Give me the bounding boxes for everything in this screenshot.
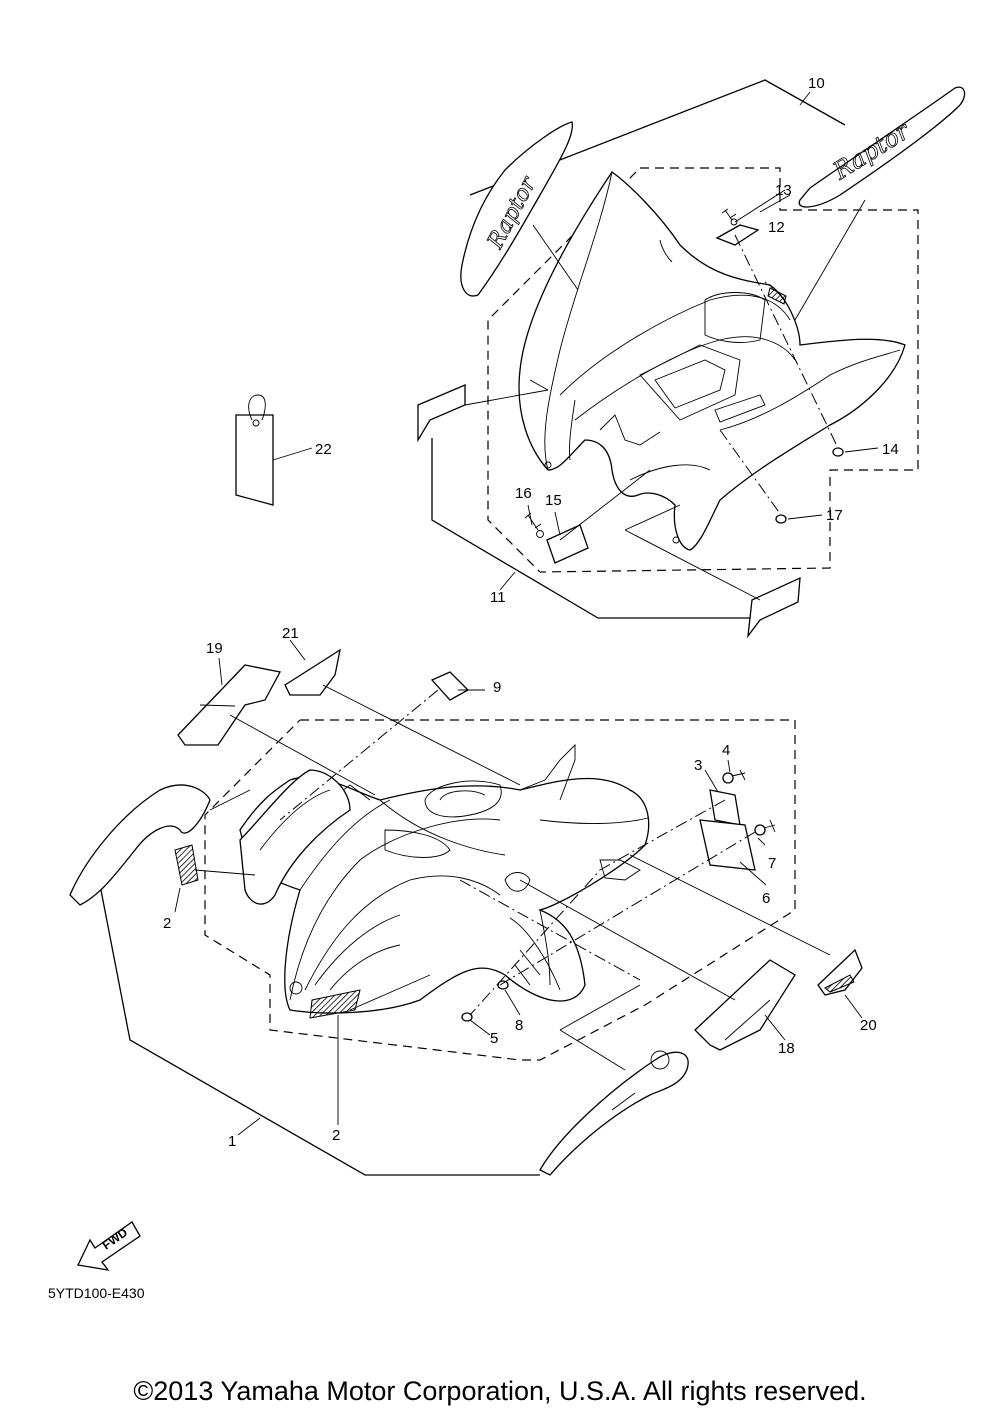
fwd-arrow-icon: FWD [77, 1221, 141, 1271]
callout-19: 19 [206, 640, 223, 657]
diagram-code: 5YTD100-E430 [48, 1285, 145, 1301]
screw-7 [754, 824, 766, 836]
assembly-box-rear [487, 167, 919, 573]
grommet-8 [497, 980, 509, 990]
conn-front-2 [322, 684, 521, 786]
decal-9 [430, 671, 470, 701]
callout-numbers: 10 13 12 14 17 22 16 15 11 19 21 9 4 3 7… [163, 75, 899, 1150]
conn-rear-3 [624, 504, 761, 601]
callout-12: 12 [768, 219, 785, 236]
conn-rear-7 [719, 429, 782, 516]
conn-rear-6 [734, 234, 839, 449]
conn-front-5 [349, 974, 431, 1011]
screw-16 [524, 512, 542, 531]
rear-tag-right [747, 576, 801, 639]
callout-9: 9 [493, 679, 501, 696]
hang-tag-22 [235, 394, 274, 506]
conn-front-3 [279, 689, 439, 821]
callout-15: 15 [545, 492, 562, 509]
callout-13: 13 [775, 182, 792, 199]
conn-rear-1 [464, 379, 549, 406]
callout-22: 22 [315, 441, 332, 458]
callout-10: 10 [808, 75, 825, 92]
callout-20: 20 [860, 1017, 877, 1034]
reflector-2-left [174, 844, 199, 886]
callout-7: 7 [768, 855, 776, 872]
conn-rear-5 [794, 199, 866, 321]
conn-front-9 [629, 854, 831, 956]
callout-2-bottom: 2 [332, 1127, 340, 1144]
leader-outline-1 [99, 884, 540, 1176]
decal-bottom-logo [539, 1051, 689, 1176]
grommet-5 [461, 1012, 473, 1022]
callout-21: 21 [282, 625, 299, 642]
screw-4 [722, 772, 734, 784]
label-3 [709, 789, 741, 826]
copyright-notice: ©2013 Yamaha Motor Corporation, U.S.A. A… [133, 1376, 867, 1406]
decal-19 [177, 664, 281, 746]
callout-3: 3 [694, 757, 702, 774]
front-fender-group [69, 648, 863, 1176]
conn-front-7 [469, 799, 726, 1016]
callout-14: 14 [882, 441, 899, 458]
rear-label-12 [715, 224, 760, 246]
conn-rear-4 [532, 224, 579, 291]
front-side-panel-left [239, 769, 351, 905]
conn-front-11 [559, 984, 641, 1071]
label-6 [699, 819, 756, 871]
conn-front-10 [519, 879, 736, 1001]
rear-tag-left [417, 384, 466, 443]
screw-13 [721, 208, 737, 221]
callout-18: 18 [778, 1040, 795, 1057]
conn-front-12 [209, 789, 251, 811]
leader-outline-10 [469, 79, 846, 196]
assembly-box-front [204, 719, 796, 1061]
callout-2-left: 2 [163, 915, 171, 932]
callout-11: 11 [490, 589, 506, 606]
callout-4: 4 [722, 742, 730, 759]
callout-17: 17 [826, 507, 843, 524]
callout-16: 16 [515, 485, 532, 502]
conn-front-6 [459, 879, 641, 981]
front-fender-body [239, 743, 650, 1014]
callout-1: 1 [228, 1133, 236, 1150]
conn-rear-2 [559, 469, 651, 541]
decal-18 [694, 959, 796, 1051]
decal-21 [284, 648, 341, 696]
rear-fender-group: Raptor Raptor [417, 79, 966, 639]
callout-8: 8 [515, 1017, 523, 1034]
callout-5: 5 [490, 1030, 498, 1047]
grommet-14 [832, 447, 844, 457]
decal-20 [817, 948, 863, 996]
reflector-2-bottom [309, 989, 361, 1019]
callout-6: 6 [762, 890, 770, 907]
conn-front-4 [194, 869, 256, 876]
rear-label-15 [546, 524, 589, 564]
front-flap-left [69, 784, 211, 906]
grommet-17 [775, 514, 787, 524]
rear-fender-body [518, 171, 906, 551]
leader-outline-11 [431, 438, 760, 619]
conn-front-1 [229, 714, 376, 796]
rear-decal-right: Raptor [798, 86, 966, 208]
conn-front-8 [499, 831, 756, 986]
callout-leaders [174, 91, 879, 1136]
